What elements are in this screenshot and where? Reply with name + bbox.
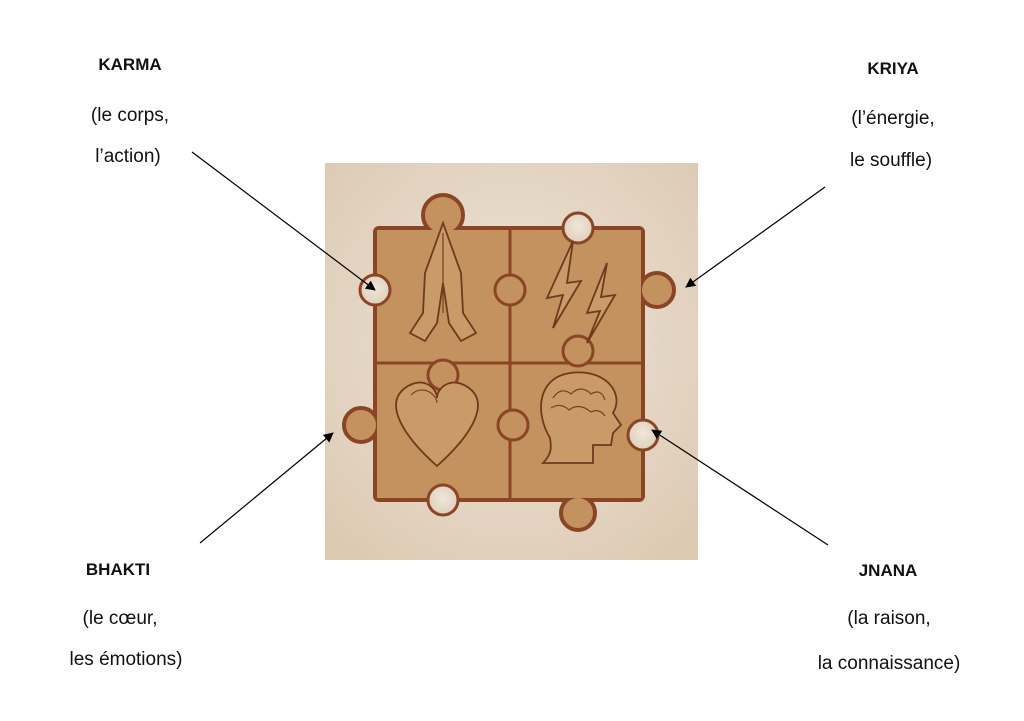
kriya-line1: (l’énergie,: [851, 108, 935, 129]
bhakti-line2: les émotions): [69, 649, 183, 670]
jnana-title: JNANA: [858, 561, 918, 580]
karma-line2: l’action): [95, 146, 161, 167]
arrow-jnana: [651, 429, 829, 546]
arrow-bhakti: [199, 432, 334, 544]
kriya-title: KRIYA: [867, 59, 919, 78]
arrow-kriya: [685, 186, 826, 288]
jnana-line2: la connaissance): [817, 653, 961, 674]
hole-top: [561, 211, 595, 245]
karma-title: KARMA: [98, 55, 162, 74]
bhakti-title: BHAKTI: [85, 560, 151, 579]
head-brain-icon: [540, 371, 623, 464]
lightning-icon: [545, 240, 617, 344]
jnana-line1: (la raison,: [847, 608, 931, 629]
hole-bottom: [426, 483, 460, 517]
puzzle-illustration: [325, 163, 698, 560]
karma-line1: (le corps,: [90, 105, 170, 126]
kriya-line2: le souffle): [849, 150, 933, 171]
arrow-karma: [191, 151, 376, 291]
heart-icon: [395, 381, 479, 468]
bhakti-line1: (le cœur,: [82, 608, 158, 629]
